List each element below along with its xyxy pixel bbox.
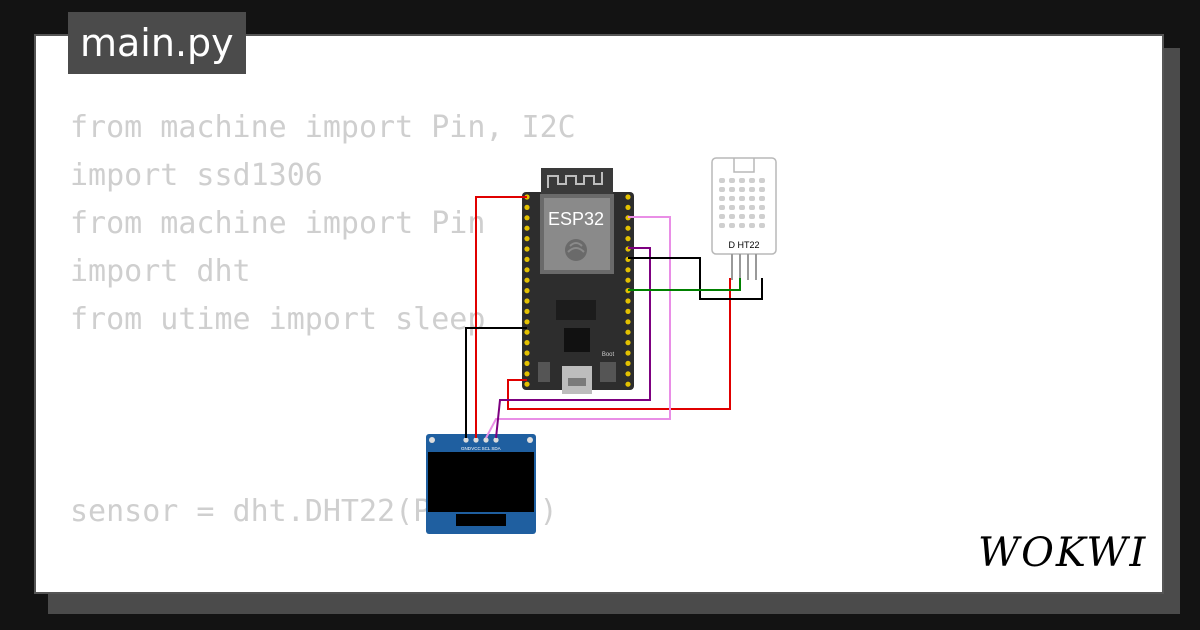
esp32-board[interactable]: ESP32 Boot xyxy=(522,168,634,394)
dht22-vent-hole xyxy=(739,214,745,219)
esp32-pin xyxy=(524,308,530,314)
esp32-pin xyxy=(625,225,631,231)
dht22-vent-hole xyxy=(759,178,765,183)
svg-text:WOKWI: WOKWI xyxy=(978,530,1147,574)
esp32-pin xyxy=(625,340,631,346)
dht22-vent-hole xyxy=(739,205,745,210)
oled-pin-label: SCL xyxy=(482,446,491,451)
esp32-pin xyxy=(625,360,631,366)
dht22-vent-hole xyxy=(729,214,735,219)
code-line: import dht xyxy=(70,254,251,289)
code-line: from machine import Pin, I2C xyxy=(70,110,576,145)
dht22-vent-hole xyxy=(759,196,765,201)
dht22-vent-hole xyxy=(729,178,735,183)
dht22-vent-hole xyxy=(719,178,725,183)
dht22-vent-hole xyxy=(759,205,765,210)
oled-display[interactable]: GND VCC SCL SDA xyxy=(426,434,536,534)
dht22-vent-hole xyxy=(749,214,755,219)
code-line: import ssd1306 xyxy=(70,158,323,193)
dht22-label: D HT22 xyxy=(728,240,759,250)
esp32-pin xyxy=(625,319,631,325)
esp32-pin xyxy=(524,360,530,366)
esp32-pin xyxy=(524,236,530,242)
oled-pin xyxy=(473,437,479,443)
esp32-pin xyxy=(524,215,530,221)
oled-pin xyxy=(493,437,499,443)
esp32-pin xyxy=(524,246,530,252)
boot-label: Boot xyxy=(602,352,615,358)
dht22-vent-hole xyxy=(719,187,725,192)
oled-pin-headers xyxy=(463,437,499,443)
esp32-pin xyxy=(625,381,631,387)
dht22-vent-hole xyxy=(719,196,725,201)
code-line: from utime import sleep xyxy=(70,302,486,337)
esp32-pin xyxy=(524,256,530,262)
wire-red-vcc[interactable] xyxy=(475,196,527,438)
esp32-pin xyxy=(524,277,530,283)
esp32-pin xyxy=(625,371,631,377)
wire-black-gnd-oled[interactable] xyxy=(465,327,527,438)
dht22-sensor[interactable]: D HT22 xyxy=(711,157,777,280)
esp32-pin xyxy=(625,298,631,304)
dht22-vent-hole xyxy=(739,223,745,228)
code-preview: from machine import Pin, I2C import ssd13… xyxy=(70,104,576,536)
esp32-label: ESP32 xyxy=(548,209,604,229)
esp32-pin xyxy=(524,329,530,335)
esp32-pin xyxy=(524,319,530,325)
dht22-vent-hole xyxy=(739,196,745,201)
esp32-pin xyxy=(524,298,530,304)
dht22-vent-hole xyxy=(759,187,765,192)
file-name-tab: main.py xyxy=(68,12,246,74)
dht22-vent-hole xyxy=(739,178,745,183)
dht22-vent-hole xyxy=(749,196,755,201)
esp32-pin xyxy=(524,204,530,210)
oled-pin-label: GND xyxy=(461,446,472,451)
oled-pin-label: VCC xyxy=(471,446,481,451)
oled-screen xyxy=(428,452,534,512)
dht22-vent-hole xyxy=(729,205,735,210)
dht22-vent-hole xyxy=(759,214,765,219)
esp32-pin xyxy=(524,340,530,346)
en-button[interactable] xyxy=(538,362,550,382)
esp32-pin xyxy=(524,350,530,356)
dht22-vent-hole xyxy=(729,187,735,192)
esp32-pin xyxy=(625,329,631,335)
dht22-vent-hole xyxy=(749,187,755,192)
esp32-pin xyxy=(625,204,631,210)
esp32-pin xyxy=(625,267,631,273)
dht22-vent-hole xyxy=(729,196,735,201)
dht22-vent-hole xyxy=(719,205,725,210)
dht22-vent-hole xyxy=(729,223,735,228)
wokwi-logo: WOKWI xyxy=(978,530,1147,574)
dht22-vent-hole xyxy=(749,223,755,228)
oled-pin xyxy=(483,437,489,443)
esp32-pin xyxy=(524,225,530,231)
oled-pin-label: SDA xyxy=(491,446,500,451)
wire-pink-scl[interactable] xyxy=(485,216,671,439)
dht22-vent-hole xyxy=(759,223,765,228)
boot-button[interactable] xyxy=(600,362,616,382)
wire-red-vcc-dht[interactable] xyxy=(507,278,731,410)
dht22-grille xyxy=(719,178,765,228)
esp32-pin xyxy=(625,350,631,356)
esp32-pin xyxy=(625,277,631,283)
dht22-vent-hole xyxy=(749,205,755,210)
dht22-vent-hole xyxy=(749,178,755,183)
wire-green-data[interactable] xyxy=(628,278,741,291)
oled-pin xyxy=(463,437,469,443)
esp32-pin xyxy=(625,308,631,314)
esp32-pin xyxy=(524,267,530,273)
dht22-vent-hole xyxy=(719,214,725,219)
esp32-pin xyxy=(524,381,530,387)
esp32-pin xyxy=(524,288,530,294)
code-line: from machine import Pin xyxy=(70,206,486,241)
esp32-pin xyxy=(625,236,631,242)
dht22-vent-hole xyxy=(719,223,725,228)
wire-purple-sda[interactable] xyxy=(495,247,651,439)
wire-black-gnd-dht[interactable] xyxy=(628,257,763,300)
esp32-pin xyxy=(625,194,631,200)
dht22-vent-hole xyxy=(739,187,745,192)
esp32-pin xyxy=(524,371,530,377)
